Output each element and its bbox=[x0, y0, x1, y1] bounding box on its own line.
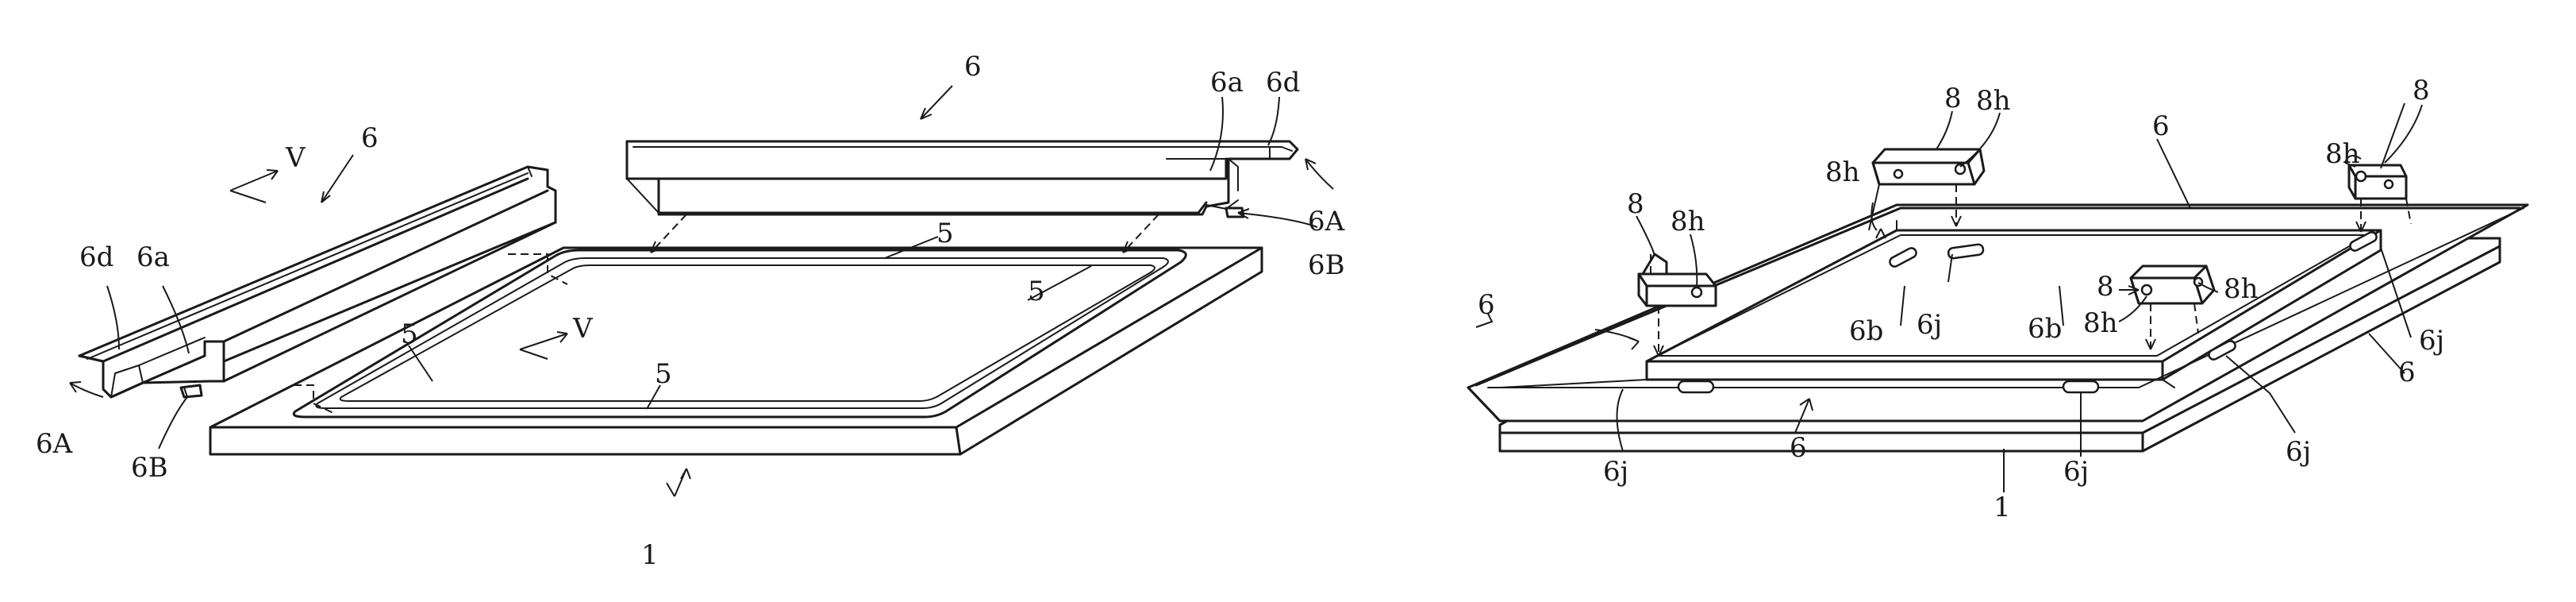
label-bracket-a-hole-2: 8h bbox=[1825, 156, 1860, 188]
label-seal-right: 5 bbox=[1028, 276, 1045, 307]
label-6d-right: 6d bbox=[1266, 67, 1300, 98]
label-seal-top: 5 bbox=[936, 218, 954, 249]
slot-bottom-right bbox=[2063, 381, 2098, 392]
label-6A-left: 6A bbox=[36, 428, 73, 460]
label-frame-top: 6 bbox=[2152, 110, 2170, 142]
label-inner-6b-right: 6b bbox=[2028, 313, 2062, 345]
left-figure: 6 6 V V 6a 6d 6A 6B 6d 6a 6A 6B 5 5 5 5 … bbox=[36, 51, 1345, 571]
label-slot-top: 6j bbox=[1917, 309, 1942, 341]
label-panel: 1 bbox=[641, 539, 659, 571]
label-6B-left: 6B bbox=[131, 452, 168, 484]
label-bracket-c-hole: 8h bbox=[1671, 206, 1705, 237]
label-bracket-c: 8 bbox=[1627, 188, 1644, 220]
label-seal-bottom: 5 bbox=[655, 358, 672, 390]
label-bracket-d-hole-1: 8h bbox=[2224, 273, 2259, 305]
label-slot-right-lower: 6j bbox=[2286, 436, 2311, 468]
label-bracket-a: 8 bbox=[1944, 83, 1962, 114]
right-figure: 8 8h 8h 8 8h 8 8h 8 8h 8h 6 6 6 6 6b 6b … bbox=[1468, 75, 2528, 523]
label-section-v-top: V bbox=[285, 142, 306, 174]
label-6a-right: 6a bbox=[1210, 67, 1244, 98]
label-seal-left: 5 bbox=[401, 318, 418, 350]
slot-bottom-left bbox=[1678, 381, 1713, 392]
label-frame-left: 6 bbox=[361, 122, 379, 154]
label-6A-right: 6A bbox=[1308, 206, 1345, 237]
label-frame-left: 6 bbox=[1478, 289, 1495, 321]
frame-member-top bbox=[627, 141, 1298, 217]
label-bracket-a-hole-1: 8h bbox=[1976, 85, 2011, 117]
label-section-v-mid: V bbox=[572, 313, 594, 345]
label-frame-bottom: 6 bbox=[1790, 432, 1807, 464]
label-inner-6b-left: 6b bbox=[1849, 315, 1883, 347]
label-panel: 1 bbox=[1994, 492, 2011, 523]
label-6d-left: 6d bbox=[79, 241, 113, 273]
label-bracket-b: 8 bbox=[2413, 75, 2430, 106]
label-bracket-b-hole: 8h bbox=[2325, 138, 2360, 170]
label-slot-bottom-left: 6j bbox=[1603, 456, 1628, 488]
label-6a-left: 6a bbox=[136, 241, 170, 273]
label-frame-right: 6 bbox=[2398, 357, 2416, 388]
label-6B-right: 6B bbox=[1308, 249, 1345, 281]
label-bracket-d-hole-2: 8h bbox=[2083, 307, 2118, 339]
label-frame-top: 6 bbox=[964, 51, 982, 83]
label-slot-right-upper: 6j bbox=[2419, 325, 2444, 357]
label-slot-bottom-right: 6j bbox=[2063, 456, 2089, 488]
label-bracket-d: 8 bbox=[2097, 271, 2114, 303]
